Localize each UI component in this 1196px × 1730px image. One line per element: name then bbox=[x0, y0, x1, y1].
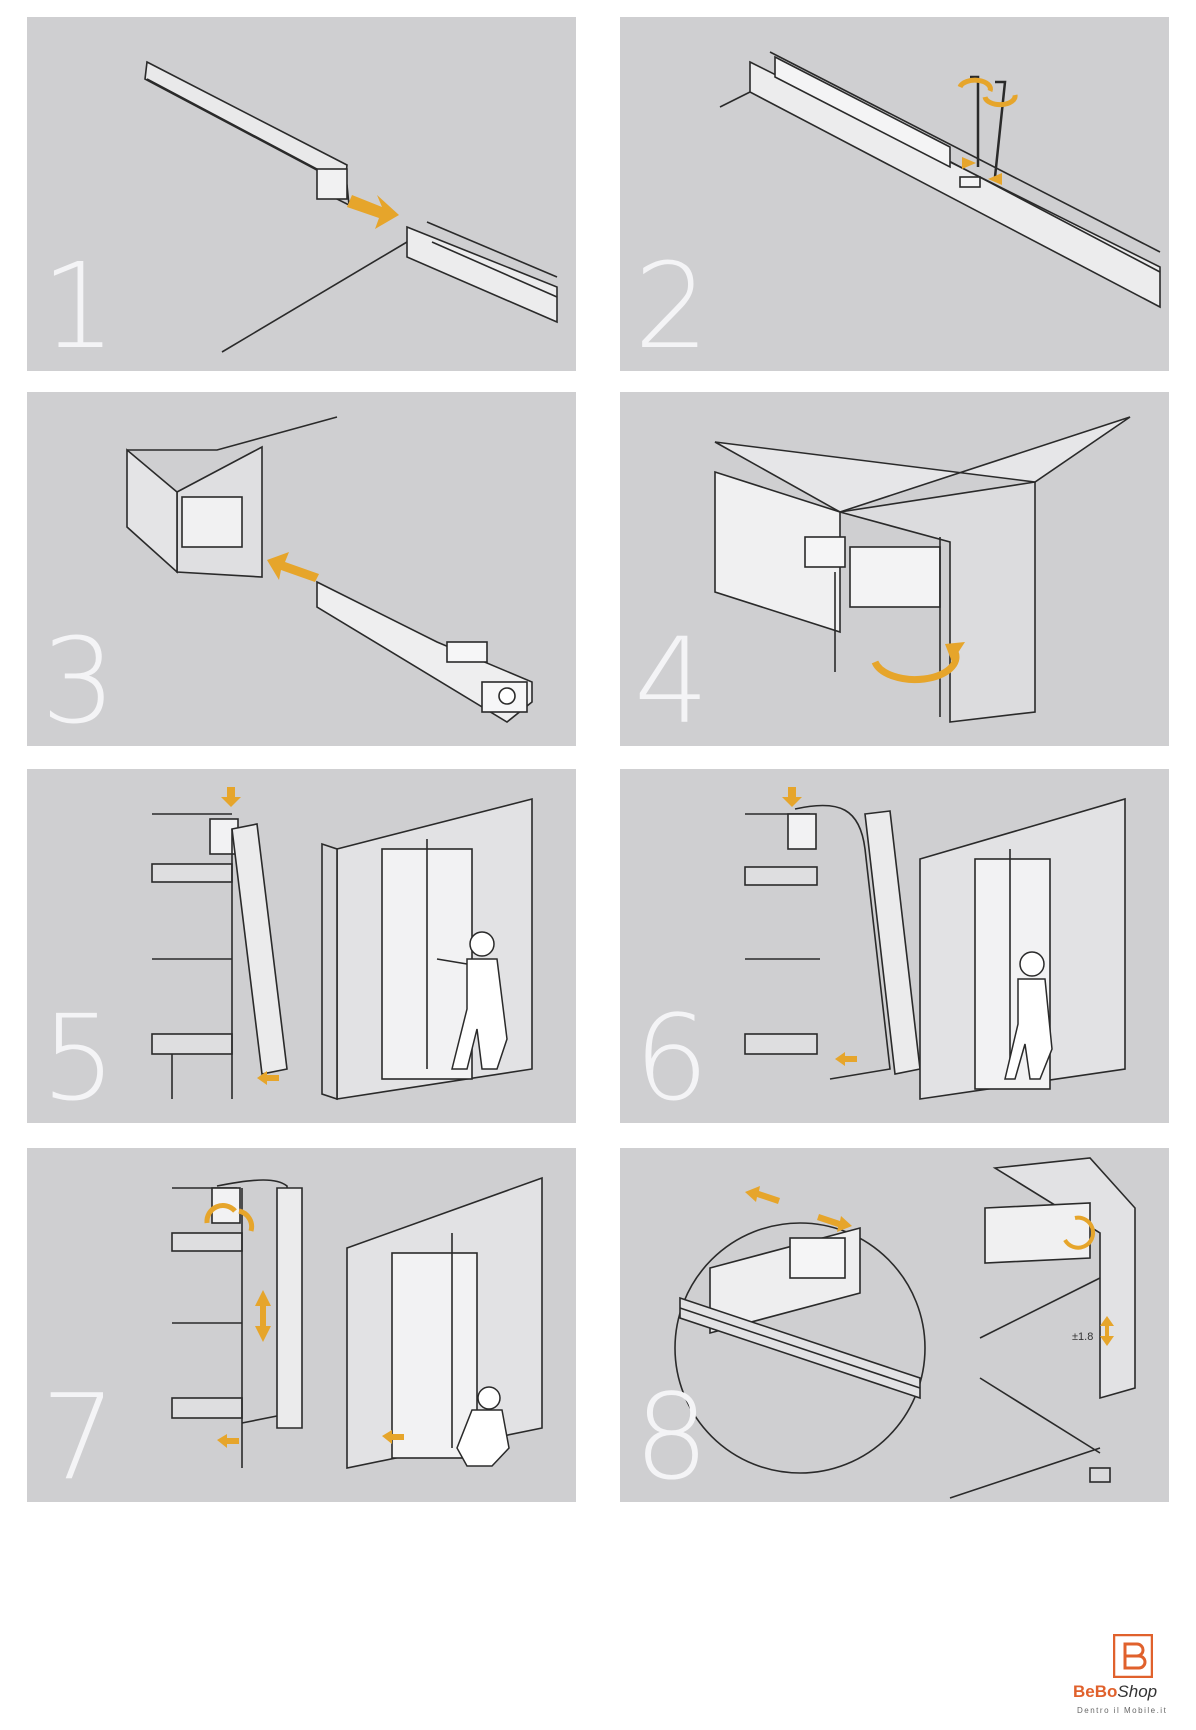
person-icon bbox=[436, 931, 508, 1070]
step-7-illustration bbox=[171, 1176, 543, 1469]
vertical-arrow-icon bbox=[1100, 1316, 1114, 1346]
bebo-shop-logo: BeBoShop Dentro il Mobile.it bbox=[1073, 1634, 1193, 1724]
arrow-left-icon bbox=[835, 1052, 857, 1066]
double-arrow-icon bbox=[745, 1186, 852, 1232]
logo-tagline: Dentro il Mobile.it bbox=[1077, 1706, 1168, 1715]
rotate-icon bbox=[871, 650, 960, 684]
step-3-panel: 3 bbox=[27, 392, 576, 746]
allen-key-icon bbox=[970, 75, 1007, 178]
step-8-panel: ±1.8 8 bbox=[620, 1148, 1169, 1502]
arrow-down-icon bbox=[221, 787, 241, 807]
arrow-left-icon bbox=[217, 1430, 404, 1448]
step-3-illustration bbox=[126, 416, 533, 723]
step-2-panel: 2 bbox=[620, 17, 1169, 371]
step-number: 1 bbox=[41, 237, 116, 371]
step-number: 6 bbox=[634, 989, 709, 1123]
arrow-left-icon bbox=[267, 552, 319, 582]
step-2-illustration bbox=[719, 51, 1161, 309]
step-4-panel: 4 bbox=[620, 392, 1169, 746]
step-6-illustration bbox=[744, 787, 1126, 1100]
step-1-illustration bbox=[144, 60, 558, 353]
step-5-panel: 5 bbox=[27, 769, 576, 1123]
double-arrow-icon bbox=[255, 1290, 271, 1342]
arrow-left-icon bbox=[257, 1071, 279, 1085]
step-6-panel: 6 bbox=[620, 769, 1169, 1123]
dimension-label: ±1.8 bbox=[1072, 1331, 1094, 1343]
logo-brand: BeBoShop bbox=[1073, 1682, 1196, 1702]
rotate-icon bbox=[1063, 1215, 1096, 1250]
logo-brand-primary: BeBo bbox=[1073, 1682, 1118, 1701]
logo-mark-icon bbox=[1113, 1634, 1153, 1678]
step-number: 3 bbox=[41, 612, 116, 746]
step-1-panel: 1 bbox=[27, 17, 576, 371]
step-7-panel: 7 bbox=[27, 1148, 576, 1502]
step-4-illustration bbox=[714, 416, 1131, 723]
arrow-down-icon bbox=[782, 787, 802, 807]
step-number: 4 bbox=[634, 612, 709, 746]
step-number: 8 bbox=[634, 1368, 709, 1502]
logo-brand-secondary: Shop bbox=[1117, 1682, 1158, 1701]
step-8-illustration bbox=[674, 1157, 1136, 1499]
person-icon bbox=[1004, 951, 1053, 1080]
step-number: 5 bbox=[41, 989, 116, 1123]
arrow-right-icon bbox=[347, 195, 399, 229]
step-number: 7 bbox=[41, 1368, 116, 1502]
person-icon bbox=[456, 1386, 510, 1467]
double-arrow-icon bbox=[962, 157, 1002, 185]
rotate-icon bbox=[957, 77, 1018, 108]
step-5-illustration bbox=[151, 787, 533, 1101]
rotate-icon bbox=[204, 1203, 255, 1232]
step-number: 2 bbox=[634, 237, 709, 371]
